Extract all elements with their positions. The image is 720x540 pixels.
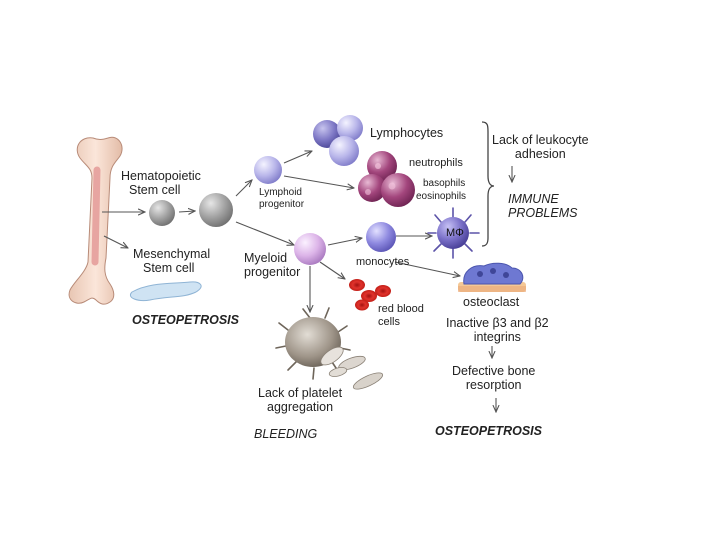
rbc-cell-icon [349,279,391,311]
granulocyte-cell-icon [358,151,415,207]
monocytes-label: monocytes [356,256,410,268]
platelet-cell-icon [275,307,384,390]
lymphocyte-cell-icon [329,136,359,166]
bracket-icon [481,121,495,247]
macrophage-label: MΦ [446,227,464,239]
hsc-cell-icon [149,200,175,226]
monocyte-cell-icon [366,222,396,252]
lymphocytes-label: Lymphocytes [370,126,444,140]
basophils-label: basophils [423,178,466,189]
neutrophils-label: neutrophils [409,157,463,169]
bone-icon [68,136,123,305]
lymphocyte-cell-icon [337,115,363,141]
osteoclast-label: osteoclast [463,295,520,309]
myeloid-cell-icon [294,233,326,265]
eosinophils-label: eosinophils [416,191,467,202]
msc-cell-icon [130,281,202,301]
macrophage-cell-icon [427,207,480,259]
arrows [102,151,512,412]
bleeding-label: BLEEDING [254,427,318,441]
hsc-cell-icon [199,193,233,227]
lymphocyte-cell-icon [254,156,282,184]
osteopetrosis-right-label: OSTEOPETROSIS [435,424,542,438]
osteopetrosis-left-label: OSTEOPETROSIS [132,313,239,327]
osteoclast-cell-icon [458,262,526,292]
